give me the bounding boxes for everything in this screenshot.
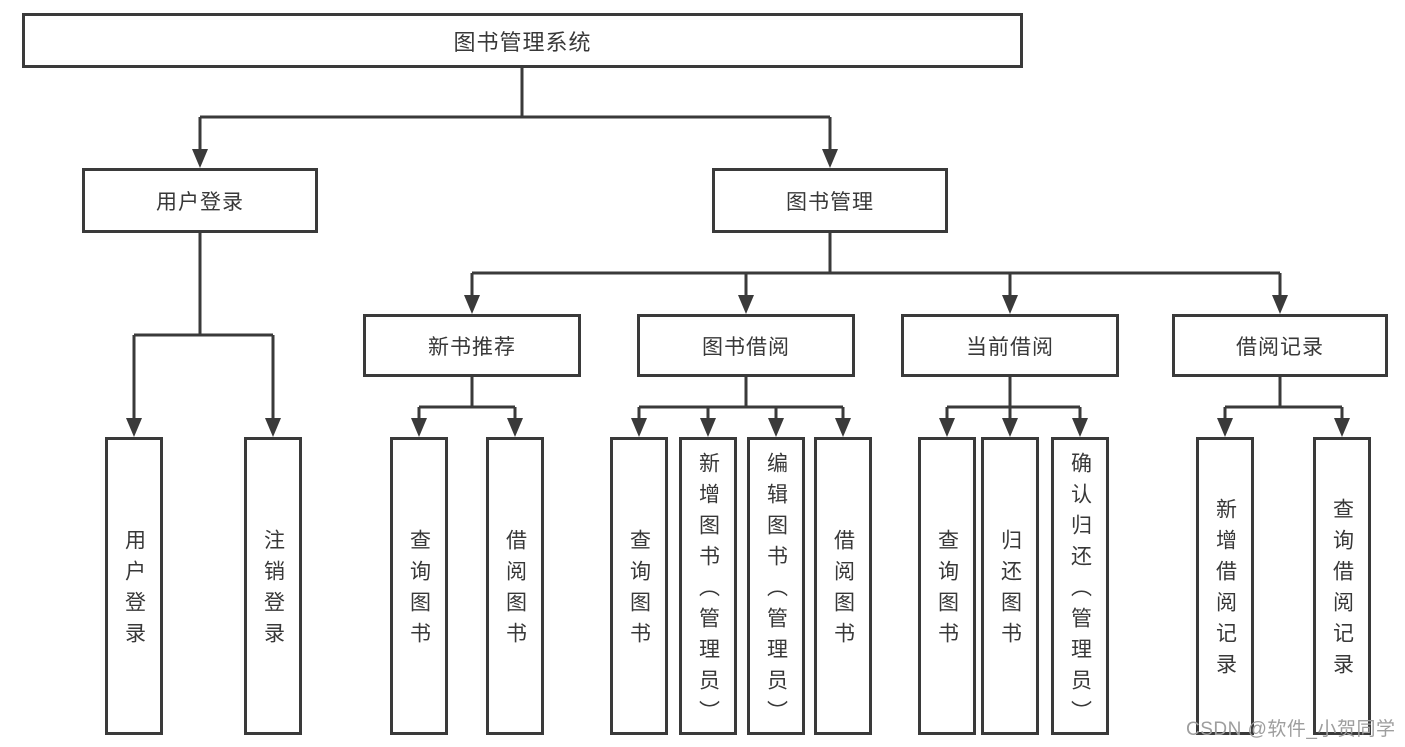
leaf-label: 查询借阅记录 — [1330, 498, 1354, 684]
leaf-label: 确认归还（管理员） — [1068, 451, 1092, 731]
leaf-label: 查询图书 — [935, 529, 959, 653]
leaf-label: 借阅图书 — [503, 529, 527, 653]
leaf-query-books-borrowing: 查询图书 — [610, 437, 668, 735]
node-book-borrowing: 图书借阅 — [637, 314, 855, 377]
leaf-add-borrow-record: 新增借阅记录 — [1196, 437, 1254, 735]
arrowheads — [126, 149, 1350, 437]
leaf-label: 借阅图书 — [831, 529, 855, 653]
leaf-query-books-current: 查询图书 — [918, 437, 976, 735]
leaf-label: 用户登录 — [122, 529, 146, 653]
leaf-user-login: 用户登录 — [105, 437, 163, 735]
node-current-borrowing: 当前借阅 — [901, 314, 1119, 377]
leaf-label: 归还图书 — [998, 529, 1022, 653]
leaf-label: 查询图书 — [407, 529, 431, 653]
leaf-label: 编辑图书（管理员） — [764, 451, 788, 731]
node-user-login: 用户登录 — [82, 168, 318, 233]
leaf-return-books: 归还图书 — [981, 437, 1039, 735]
watermark-text: CSDN @软件_小贺同学 — [1186, 719, 1396, 740]
leaf-borrow-books-borrowing: 借阅图书 — [814, 437, 872, 735]
leaf-label: 新增借阅记录 — [1213, 498, 1237, 684]
leaf-label: 查询图书 — [627, 529, 651, 653]
leaf-label: 注销登录 — [261, 529, 285, 653]
node-new-book-recommend: 新书推荐 — [363, 314, 581, 377]
leaf-confirm-return-admin: 确认归还（管理员） — [1051, 437, 1109, 735]
node-book-management: 图书管理 — [712, 168, 948, 233]
leaf-label: 新增图书（管理员） — [696, 451, 720, 731]
leaf-query-borrow-record: 查询借阅记录 — [1313, 437, 1371, 735]
node-library-management-system: 图书管理系统 — [22, 13, 1023, 68]
leaf-add-book-admin: 新增图书（管理员） — [679, 437, 737, 735]
leaf-logout: 注销登录 — [244, 437, 302, 735]
leaf-borrow-books-recommend: 借阅图书 — [486, 437, 544, 735]
leaf-edit-book-admin: 编辑图书（管理员） — [747, 437, 805, 735]
leaf-query-books-recommend: 查询图书 — [390, 437, 448, 735]
node-borrowing-records: 借阅记录 — [1172, 314, 1388, 377]
